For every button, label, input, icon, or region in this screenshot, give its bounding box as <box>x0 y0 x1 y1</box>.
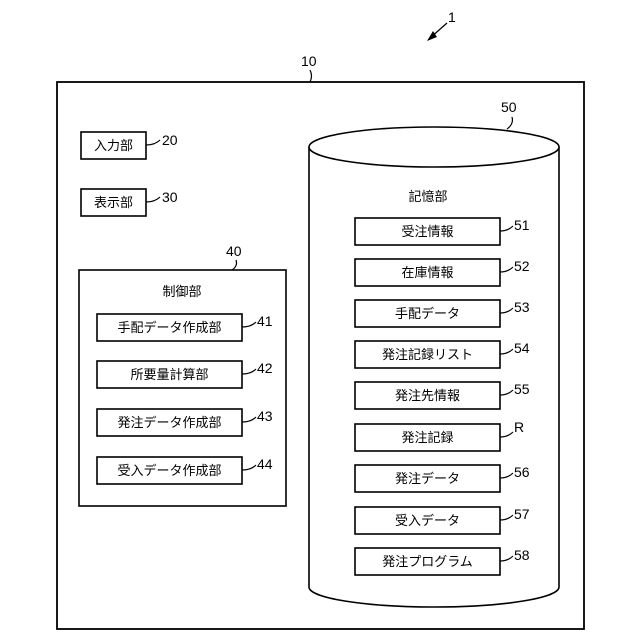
device-ref-label: 10 <box>301 53 317 69</box>
control-unit: 40 制御部 手配データ作成部 41 所要量計算部 42 発注データ作成部 43… <box>79 243 286 506</box>
order-data-label: 発注データ <box>395 471 460 487</box>
inventory-info-label: 在庫情報 <box>401 266 453 281</box>
device-ref-leader <box>310 70 312 82</box>
requirement-calculation-label: 所要量計算部 <box>130 367 208 383</box>
supplier-info-ref: 55 <box>514 381 530 397</box>
control-unit-title: 制御部 <box>162 285 201 300</box>
order-data-creation-ref: 43 <box>257 408 273 424</box>
order-data-ref: 56 <box>514 464 530 480</box>
arrangement-data-ref: 53 <box>514 299 530 315</box>
control-unit-leader <box>232 260 237 270</box>
order-record-list-label: 発注記録リスト <box>382 347 473 363</box>
storage-unit: 50 記憶部 受注情報 51 在庫情報 52 手配データ 53 発注記録リスト … <box>309 99 559 607</box>
requirement-calculation-leader <box>242 369 256 374</box>
order-record-ref: R <box>514 419 524 435</box>
supplier-info-label: 発注先情報 <box>395 389 460 404</box>
order-data-creation-label: 発注データ作成部 <box>117 415 221 431</box>
input-unit-leader <box>146 140 160 145</box>
control-unit-ref: 40 <box>226 243 242 259</box>
storage-cylinder-body <box>309 147 559 607</box>
arrangement-data-creation-ref: 41 <box>257 313 273 329</box>
arrangement-data-label: 手配データ <box>395 306 460 322</box>
order-record-label: 発注記録 <box>401 430 453 446</box>
display-unit-leader <box>146 197 160 202</box>
display-unit-ref: 30 <box>162 189 178 205</box>
receipt-data-ref: 57 <box>514 506 530 522</box>
input-unit-ref: 20 <box>162 132 178 148</box>
receipt-data-creation-label: 受入データ作成部 <box>117 463 221 479</box>
requirement-calculation-ref: 42 <box>257 360 273 376</box>
order-program-ref: 58 <box>514 547 530 563</box>
inventory-info-ref: 52 <box>514 258 530 274</box>
order-program-label: 発注プログラム <box>382 555 473 570</box>
arrangement-data-creation-leader <box>242 322 256 327</box>
display-unit-label: 表示部 <box>94 196 133 211</box>
storage-cylinder-top <box>309 127 559 167</box>
arrangement-data-creation-label: 手配データ作成部 <box>117 320 221 336</box>
storage-unit-title: 記憶部 <box>408 189 447 205</box>
system-ref-label: 1 <box>448 9 456 25</box>
display-unit: 表示部 30 <box>81 189 178 216</box>
order-info-label: 受注情報 <box>401 225 453 240</box>
input-unit-label: 入力部 <box>94 139 133 154</box>
storage-unit-ref: 50 <box>501 99 517 115</box>
receipt-data-creation-ref: 44 <box>257 456 273 472</box>
order-data-creation-leader <box>242 417 256 422</box>
input-unit: 入力部 20 <box>81 132 178 159</box>
receipt-data-label: 受入データ <box>395 513 460 529</box>
receipt-data-creation-leader <box>242 465 256 470</box>
order-record-list-ref: 54 <box>514 340 530 356</box>
order-info-ref: 51 <box>514 217 530 233</box>
storage-unit-leader <box>507 117 512 129</box>
